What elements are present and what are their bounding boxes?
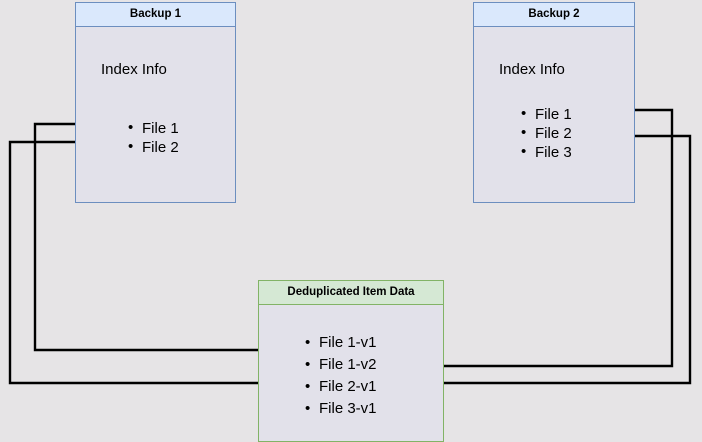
box-dedup-file-list: File 1-v1 File 1-v2 File 2-v1 File 3-v1 xyxy=(303,332,377,420)
list-item[interactable]: File 1 xyxy=(126,118,179,138)
box-backup1-file-list: File 1 File 2 xyxy=(126,118,179,157)
list-item[interactable]: File 1-v1 xyxy=(303,332,377,354)
list-item[interactable]: File 2 xyxy=(519,123,572,143)
box-dedup[interactable]: Deduplicated Item Data File 1-v1 File 1-… xyxy=(258,280,444,442)
box-backup1-body: Index Info File 1 File 2 xyxy=(76,27,235,202)
list-item[interactable]: File 1-v2 xyxy=(303,354,377,376)
box-backup1-index-label: Index Info xyxy=(101,61,167,78)
list-item[interactable]: File 2 xyxy=(126,137,179,157)
box-dedup-body: File 1-v1 File 1-v2 File 2-v1 File 3-v1 xyxy=(259,305,443,441)
box-backup1-title: Backup 1 xyxy=(76,3,235,27)
list-item[interactable]: File 1 xyxy=(519,104,572,124)
list-item[interactable]: File 2-v1 xyxy=(303,376,377,398)
box-dedup-title: Deduplicated Item Data xyxy=(259,281,443,305)
box-backup2-file-list: File 1 File 2 File 3 xyxy=(519,104,572,162)
box-backup1[interactable]: Backup 1 Index Info File 1 File 2 xyxy=(75,2,236,203)
list-item[interactable]: File 3-v1 xyxy=(303,398,377,420)
box-backup2-body: Index Info File 1 File 2 File 3 xyxy=(474,27,634,202)
box-backup2-title: Backup 2 xyxy=(474,3,634,27)
box-backup2[interactable]: Backup 2 Index Info File 1 File 2 File 3 xyxy=(473,2,635,203)
box-backup2-index-label: Index Info xyxy=(499,61,565,78)
list-item[interactable]: File 3 xyxy=(519,142,572,162)
